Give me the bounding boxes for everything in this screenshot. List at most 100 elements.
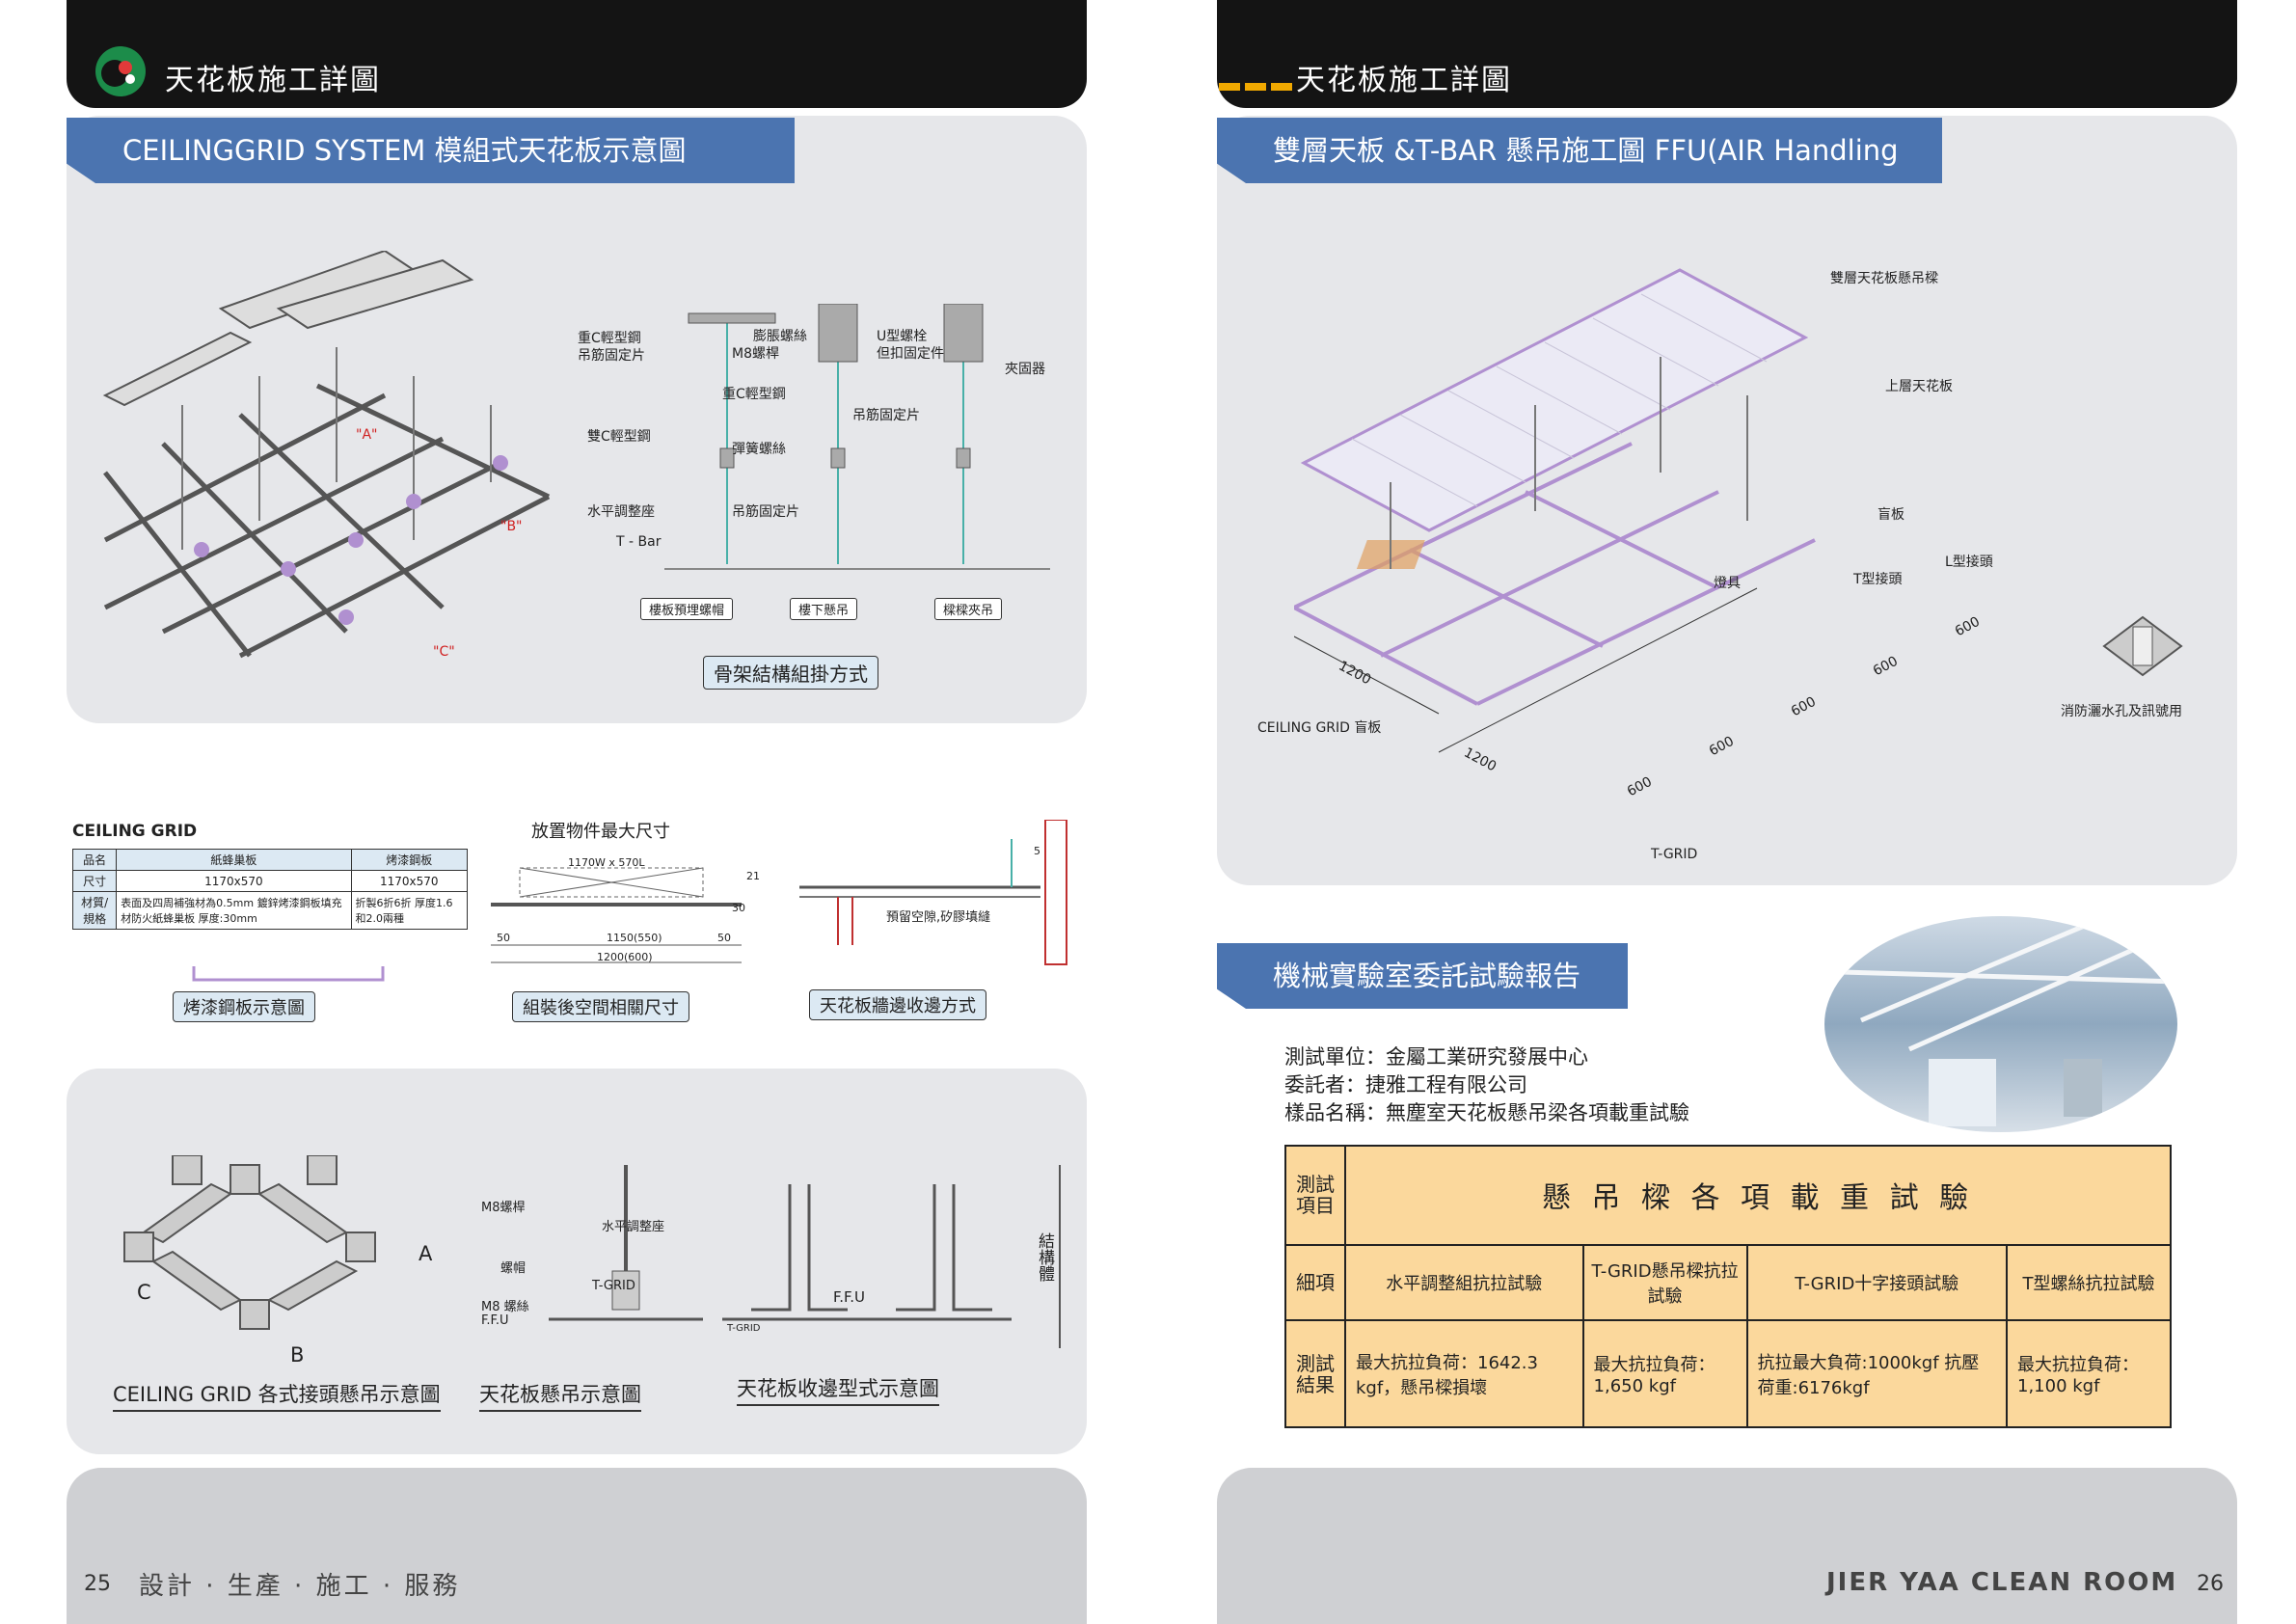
spec-table: 品名 紙蜂巢板 烤漆鋼板 尺寸 1170x570 1170x570 材質/規格 … [71, 849, 469, 930]
test-result-label: 測試結果 [1284, 1319, 1346, 1428]
wall-edge-diagram [799, 820, 1067, 965]
hanger-label-1: 重C輕型鋼 [578, 331, 641, 346]
space-dim-5: 1150(550) [607, 932, 662, 944]
hanger-label-9: 吊筋固定片 [852, 408, 920, 423]
edge-caption: 天花板牆邊收邊方式 [809, 989, 986, 1020]
dimension-600-1: 600 [1624, 773, 1655, 800]
hanger-label-8: 重C輕型鋼 [722, 387, 786, 402]
method-button-embed: 樓板預埋螺帽 [640, 598, 734, 620]
diagram-label-8: CEILING GRID 盲板 [1257, 720, 1382, 736]
test-result-3: 抗拉最大負荷:1000kgf 抗壓荷重:6176kgf [1745, 1319, 2009, 1428]
space-dim-7: 1200(600) [597, 951, 653, 963]
diagram-label-3: 盲板 [1877, 507, 1904, 523]
right-footer: JIER YAA CLEAN ROOM 26 [1217, 1468, 2237, 1624]
space-dim-6: 50 [717, 932, 731, 944]
hang-label-1: M8螺桿 [481, 1201, 526, 1215]
left-header-bar: 天花板施工詳圖 [67, 0, 1087, 108]
test-table-title: 懸 吊 樑 各 項 載 重 試 驗 [1344, 1145, 2172, 1246]
diagram-label-7: 消防灑水孔及訊號用 [2061, 704, 2182, 719]
edge-dim-1: 5 [1034, 845, 1040, 857]
hang-label-3: 螺帽 [500, 1261, 527, 1276]
hanger-label-5: U型螺栓 [877, 329, 928, 344]
frame-caption: 骨架結構組掛方式 [703, 656, 878, 690]
ceiling-grid-heading: CEILING GRID [72, 822, 198, 841]
hang-label-5: M8 螺絲 [481, 1300, 529, 1314]
double-layer-ceiling-panel: 雙層天板 &T-BAR 懸吊施工圖 FFU(AIR Handling Units… [1217, 116, 2237, 885]
test-result-4: 最大抗拉負荷：1,100 kgf [2006, 1319, 2172, 1428]
left-page: 天花板施工詳圖 CEILINGGRID SYSTEM 模組式天花板示意圖 [67, 0, 1087, 1624]
hang-label-6: F.F.U [481, 1313, 509, 1328]
joint-assembly-diagram [123, 1155, 376, 1330]
joint-caption: CEILING GRID 各式接頭懸吊示意圖 [113, 1379, 441, 1412]
left-footer: 25 設計 · 生產 · 施工 · 服務 [67, 1468, 1087, 1624]
space-caption: 組裝後空間相關尺寸 [512, 991, 689, 1022]
hanger-label-4: M8螺桿 [732, 346, 779, 362]
right-header-bar: 天花板施工詳圖 [1217, 0, 2237, 108]
hanger-label-3: 膨脹螺絲 [753, 329, 807, 344]
space-title: 放置物件最大尺寸 [531, 822, 670, 842]
load-test-table: 測試項目 懸 吊 樑 各 項 載 重 試 驗 細項 水平調整組抗拉試驗 T-GR… [1284, 1145, 2172, 1428]
spec-size-steel: 1170x570 [350, 870, 469, 892]
joint-letter-c: C [137, 1281, 151, 1304]
space-dim-3: 30 [732, 902, 745, 914]
test-item-4: T型螺絲抗拉試驗 [2006, 1243, 2172, 1322]
lab-info-sample: 樣品名稱：無塵室天花板懸吊梁各項載重試驗 [1284, 1101, 1689, 1124]
dimension-600-5: 600 [1952, 613, 1983, 640]
test-item-3: T-GRID十字接頭試驗 [1745, 1243, 2009, 1322]
test-item-label: 測試項目 [1284, 1145, 1346, 1246]
test-sub-label: 細項 [1284, 1243, 1346, 1322]
edge-type-caption: 天花板收邊型式示意圖 [737, 1373, 939, 1406]
diagram-label-9: T-GRID [1651, 847, 1698, 862]
right-brand: JIER YAA CLEAN ROOM [1826, 1568, 2178, 1597]
section-title-ceiling-grid: CEILINGGRID SYSTEM 模組式天花板示意圖 [67, 118, 795, 183]
steel-caption: 烤漆鋼板示意圖 [173, 991, 315, 1022]
section-title-double-layer: 雙層天板 &T-BAR 懸吊施工圖 FFU(AIR Handling Units… [1217, 118, 1942, 183]
left-header-title: 天花板施工詳圖 [165, 64, 381, 97]
edge-type-label-3: 結構體 [1035, 1232, 1054, 1282]
hanger-label-6: 但扣固定件 [877, 346, 944, 362]
right-page: 天花板施工詳圖 雙層天板 &T-BAR 懸吊施工圖 FFU(AIR Handli… [1217, 0, 2237, 1624]
diagram-label-2: 上層天花板 [1885, 379, 1953, 394]
hanger-label-13: 吊筋固定片 [732, 504, 799, 520]
hanger-label-14: T - Bar [616, 534, 662, 550]
grid-marker-c: "C" [433, 644, 455, 660]
spec-material-steel: 折製6折6折 厚度1.6和2.0兩種 [350, 891, 469, 930]
lab-info-block: 測試單位：金屬工業研究發展中心 委託者：捷雅工程有限公司 樣品名稱：無塵室天花板… [1284, 1043, 1689, 1127]
hang-label-2: 水平調整座 [602, 1220, 665, 1234]
edge-dim-2: 預留空隙,矽膠填縫 [886, 910, 991, 925]
sprinkler-joint-icon [2102, 615, 2183, 677]
right-page-number: 26 [2197, 1572, 2224, 1596]
spec-head-paper: 紙蜂巢板 [116, 849, 352, 871]
diagram-label-4: L型接頭 [1945, 555, 1993, 570]
test-item-2: T-GRID懸吊樑抗拉試驗 [1581, 1243, 1748, 1322]
right-header-title: 天花板施工詳圖 [1296, 64, 1512, 97]
hanger-label-12: 水平調整座 [587, 504, 655, 520]
diagram-label-5: T型接頭 [1853, 572, 1903, 587]
hanger-label-11: 彈簧螺絲 [732, 442, 786, 457]
diagram-label-6: 燈具 [1714, 576, 1741, 591]
joint-letter-a: A [419, 1242, 433, 1265]
joint-detail-panel: A B C CEILING GRID 各式接頭懸吊示意圖 M8螺桿 水平調整座 … [67, 1069, 1087, 1454]
edge-type-label-2: T-GRID [727, 1323, 761, 1334]
method-button-beam: 樑樑夾吊 [934, 598, 1003, 620]
lab-info-client: 委託者：捷雅工程有限公司 [1284, 1073, 1527, 1096]
header-dash-icon [1219, 76, 1297, 95]
edge-type-label-1: F.F.U [833, 1288, 865, 1306]
spec-head-name: 品名 [71, 849, 118, 871]
space-dim-1: 1170W x 570L [568, 856, 645, 869]
left-page-number: 25 [84, 1572, 111, 1596]
method-button-below: 樓下懸吊 [790, 598, 858, 620]
spec-material-label: 材質/規格 [71, 891, 118, 930]
steel-panel-profile [192, 966, 385, 982]
space-dim-2: 21 [746, 870, 760, 882]
hanger-label-10: 雙C輕型鋼 [587, 429, 651, 445]
grid-marker-a: "A" [356, 427, 377, 443]
dimension-600-4: 600 [1870, 653, 1901, 680]
spec-material-paper: 表面及四周補強材為0.5mm 鍍鋅烤漆鋼板填充材防火紙蜂巢板 厚度:30mm [116, 891, 352, 930]
space-dimension-diagram [491, 867, 742, 963]
ceiling-hanging-diagram [549, 1165, 703, 1321]
section-title-test-report: 機械實驗室委託試驗報告 [1217, 943, 1628, 1009]
cleanroom-photo [1824, 916, 2177, 1132]
hang-caption: 天花板懸吊示意圖 [479, 1379, 641, 1412]
grid-marker-b: "B" [500, 519, 522, 534]
